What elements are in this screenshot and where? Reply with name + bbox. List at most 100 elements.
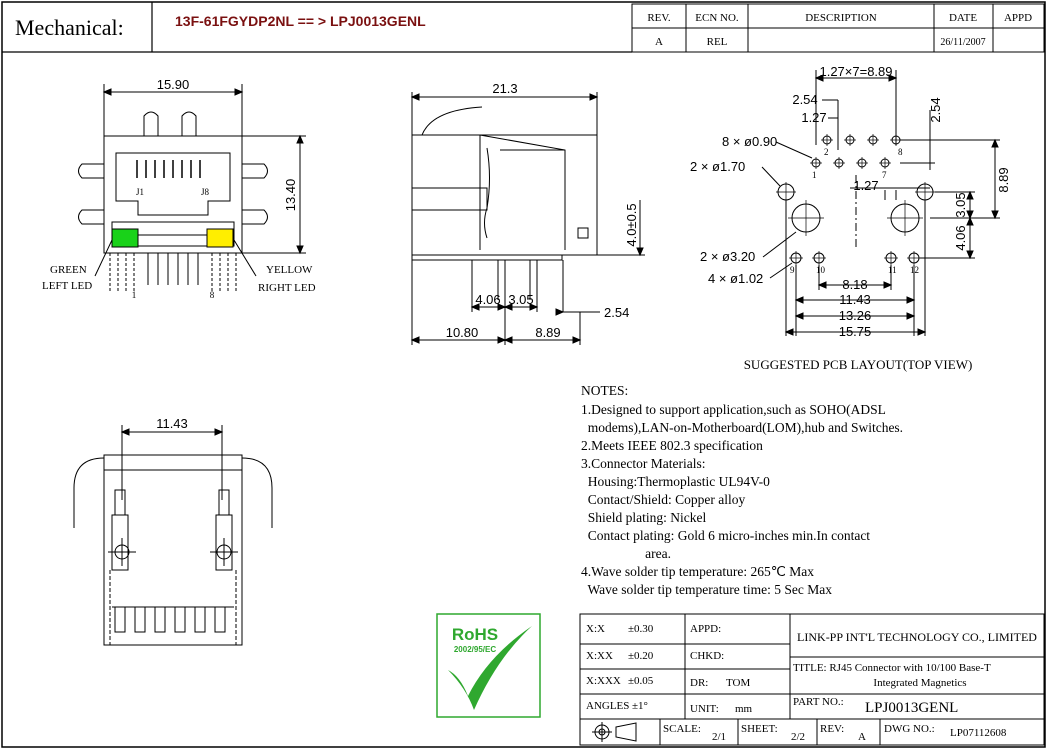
note-line: Wave solder tip temperature time: 5 Sec …: [581, 582, 832, 597]
scale-label: SCALE:: [663, 723, 701, 735]
yellow-led-label: YELLOW: [266, 264, 313, 276]
pcb-pin-2: 2: [824, 147, 829, 157]
pcb-pin-12: 12: [910, 265, 919, 275]
rohs-checkmark-icon: [448, 626, 532, 710]
side-length-dim: 21.3: [492, 81, 517, 96]
company-name: LINK-PP INT'L TECHNOLOGY CO., LIMITED: [797, 630, 1037, 644]
pcb-pin-11: 11: [888, 265, 897, 275]
dwg-no-value: LP07112608: [950, 727, 1007, 739]
appd-header: APPD: [1004, 12, 1032, 24]
pcb-dim-1326: 13.26: [839, 308, 872, 323]
note-line: 3.Connector Materials:: [581, 456, 705, 471]
unit-value: mm: [735, 703, 753, 715]
tol-xx-label: X:XX: [586, 650, 613, 662]
pcb-dim-127-top: 1.27: [801, 110, 826, 125]
angles-label: ANGLES: [586, 700, 629, 712]
pcb-dim-1575: 15.75: [839, 324, 872, 339]
pcb-caption: SUGGESTED PCB LAYOUT(TOP VIEW): [744, 357, 973, 372]
pcb-dim-1143: 11.43: [839, 292, 871, 307]
scale-value: 2/1: [712, 731, 726, 743]
rohs-text: RoHS: [452, 625, 498, 644]
pin1-label: 1: [132, 290, 137, 300]
side-height-dim: 4.0±0.5: [624, 203, 639, 246]
sheet-value: 2/2: [791, 731, 805, 743]
j8-label: J8: [201, 187, 210, 197]
appd-label: APPD:: [690, 623, 721, 635]
side-dim-305: 3.05: [508, 292, 533, 307]
rohs-logo: RoHS 2002/95/EC: [436, 613, 541, 718]
yellow-led: [206, 228, 234, 248]
pcb-dim-305-vert: 3.05: [953, 192, 968, 217]
front-view: [78, 84, 306, 292]
rev-label: REV:: [820, 723, 844, 735]
pcb-dim-127-mid: 1.27: [853, 178, 878, 193]
pcb-hole-090: 8 × ø0.90: [722, 134, 777, 149]
pcb-dim-254-vert: 2.54: [928, 97, 943, 122]
side-dim-1080: 10.80: [446, 325, 479, 340]
pcb-pin-10: 10: [816, 265, 826, 275]
pcb-hole-170: 2 × ø1.70: [690, 159, 745, 174]
pcb-hole-320: 2 × ø3.20: [700, 249, 755, 264]
pcb-hole-102: 4 × ø1.02: [708, 271, 763, 286]
left-led-label: LEFT LED: [42, 280, 92, 292]
revision-table: REV. ECN NO. DESCRIPTION DATE APPD A REL…: [631, 3, 1045, 53]
dr-label: DR:: [690, 677, 708, 689]
tol-x-label: X:X: [586, 623, 605, 635]
pcb-pin-8: 8: [898, 147, 903, 157]
pcb-dim-254-top: 2.54: [792, 92, 817, 107]
tol-x-value: ±0.30: [628, 623, 654, 635]
pcb-pin-1: 1: [812, 170, 817, 180]
pcb-pin-numbers: 1 2 7 8 9 10 11 12: [790, 147, 919, 275]
date-value: 26/11/2007: [940, 37, 985, 48]
tol-xx-value: ±0.20: [628, 650, 654, 662]
title-line-1: TITLE: RJ45 Connector with 10/100 Base-T: [793, 662, 991, 674]
bottom-width-dim: 11.43: [156, 416, 188, 431]
note-line: Housing:Thermoplastic UL94V-0: [581, 474, 770, 489]
part-no-value: LPJ0013GENL: [865, 700, 958, 716]
note-line: Contact/Shield: Copper alloy: [581, 492, 745, 507]
note-line: modems),LAN-on-Motherboard(LOM),hub and …: [581, 420, 903, 435]
projection-symbol-icon: [592, 722, 637, 742]
title-line-2: Integrated Magnetics: [873, 677, 966, 689]
note-line: 4.Wave solder tip temperature: 265℃ Max: [581, 564, 814, 579]
pcb-dim-pitch: 1.27×7=8.89: [819, 64, 892, 79]
note-line: area.: [581, 546, 671, 561]
angles-value: ±1°: [632, 700, 648, 712]
front-height-dim: 13.40: [283, 179, 298, 212]
pin8-label: 8: [210, 290, 215, 300]
rohs-subtext: 2002/95/EC: [454, 645, 496, 654]
bottom-view: [73, 425, 273, 646]
pcb-pin-9: 9: [790, 265, 795, 275]
rev-value-title: A: [858, 731, 866, 743]
front-width-dim: 15.90: [157, 77, 190, 92]
title-block: [579, 613, 1045, 746]
title-block-text: X:X ±0.30 X:XX ±0.20 X:XXX ±0.05 ANGLES …: [586, 623, 1037, 743]
sheet-label: SHEET:: [741, 723, 778, 735]
dr-value: TOM: [726, 677, 750, 689]
chkd-label: CHKD:: [690, 650, 724, 662]
date-header: DATE: [949, 12, 977, 24]
side-view: [410, 92, 645, 345]
description-header: DESCRIPTION: [805, 12, 877, 24]
note-line: Contact plating: Gold 6 micro-inches min…: [581, 528, 870, 543]
note-line: Shield plating: Nickel: [581, 510, 706, 525]
green-led-label: GREEN: [50, 264, 87, 276]
dwg-no-label: DWG NO.:: [884, 723, 935, 735]
ecn-header: ECN NO.: [695, 12, 739, 24]
notes: NOTES: 1.Designed to support application…: [581, 383, 903, 597]
mechanical-label: Mechanical:: [15, 15, 124, 40]
tol-xxx-value: ±0.05: [628, 675, 654, 687]
j1-label: J1: [136, 187, 144, 197]
side-dim-254: 2.54: [604, 305, 629, 320]
rev-value: A: [655, 36, 663, 48]
note-line: 1.Designed to support application,such a…: [581, 402, 886, 417]
rev-header: REV.: [647, 12, 671, 24]
pcb-dim-889-vert: 8.89: [996, 167, 1011, 192]
tol-xxx-label: X:XXX: [586, 675, 621, 687]
pcb-layout: [761, 70, 1000, 336]
pcb-pin-7: 7: [882, 170, 887, 180]
side-dim-406: 4.06: [475, 292, 500, 307]
green-led: [111, 228, 139, 248]
